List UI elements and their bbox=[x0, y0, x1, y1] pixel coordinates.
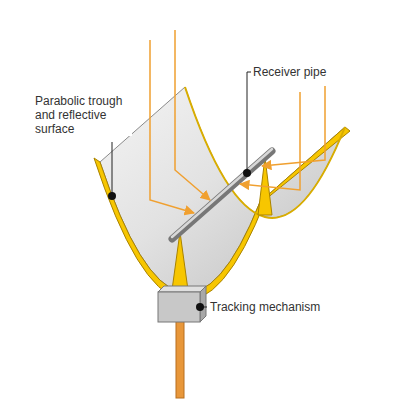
callout-label: Parabolic trough and reflective surface bbox=[34, 94, 132, 136]
tracking-mechanism-box bbox=[158, 292, 200, 322]
pipe-highlight bbox=[172, 149, 272, 237]
tracking-box-top bbox=[158, 286, 206, 292]
reflective-surface bbox=[100, 87, 345, 293]
leader-lines bbox=[112, 72, 251, 307]
sun-rays bbox=[150, 30, 325, 213]
callout-label: Tracking mechanism bbox=[209, 300, 321, 314]
receiver-pipe bbox=[172, 151, 272, 239]
callout-label: Receiver pipe bbox=[252, 65, 327, 79]
leader-dots bbox=[108, 169, 251, 311]
